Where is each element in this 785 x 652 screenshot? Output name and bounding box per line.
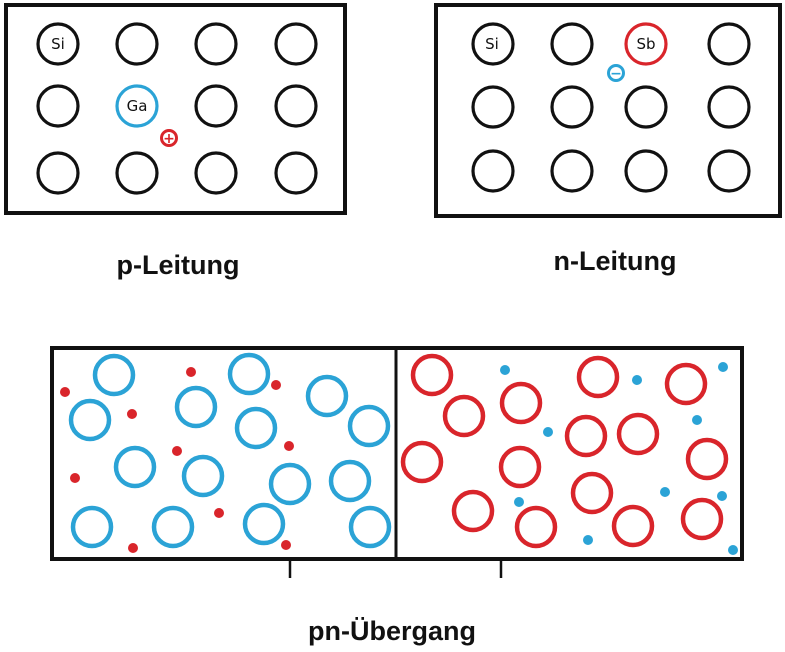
donor-ions [400, 353, 729, 549]
donor-ion [570, 471, 614, 515]
acceptor-ion [268, 462, 312, 506]
si-atom [550, 85, 594, 129]
electron [583, 535, 593, 545]
si-atom [471, 22, 515, 66]
donor-ion [514, 505, 558, 549]
electron [543, 427, 553, 437]
electron [514, 497, 524, 507]
n-dopant-label: Sb [636, 35, 655, 53]
acceptor-ion [348, 505, 392, 549]
n-si-label: Si [485, 35, 499, 53]
hole [70, 473, 80, 483]
hole [172, 446, 182, 456]
donor-ion [685, 437, 729, 481]
p-panel-frame [4, 3, 347, 215]
si-atom [274, 84, 318, 128]
acceptor-ion [234, 406, 278, 450]
electron [717, 491, 727, 501]
acceptor-ion [181, 454, 225, 498]
si-atom [115, 151, 159, 195]
electrons [500, 362, 738, 555]
donor-ion [664, 362, 708, 406]
electron-charge-circle [607, 64, 625, 82]
si-atom [274, 22, 318, 66]
p-lattice-atoms [36, 22, 318, 195]
si-atom [707, 149, 751, 193]
donor-ion [410, 353, 454, 397]
si-atom [471, 85, 515, 129]
si-atom [36, 84, 80, 128]
n-lattice-atoms [471, 22, 751, 193]
acceptor-ion [151, 505, 195, 549]
n-panel-caption: n-Leitung [554, 246, 677, 276]
electron [632, 375, 642, 385]
si-atom [624, 85, 668, 129]
si-atom [274, 151, 318, 195]
donor-ion [442, 394, 486, 438]
si-atom [194, 22, 238, 66]
donor-ion [451, 489, 495, 533]
si-atom [36, 151, 80, 195]
acceptor-ion [92, 353, 136, 397]
donor-ion [576, 355, 620, 399]
donor-ion [680, 497, 724, 541]
donor-ion [616, 412, 660, 456]
pn-junction-panel [50, 346, 744, 578]
si-atom [624, 149, 668, 193]
n-type-panel: Si Sb − [434, 3, 782, 218]
donor-ion [564, 414, 608, 458]
n-panel-frame [434, 3, 782, 218]
p-dopant-label: Ga [127, 97, 148, 115]
si-atom [707, 85, 751, 129]
acceptor-ion [328, 459, 372, 503]
hole [271, 380, 281, 390]
hole-charge-sign: + [163, 131, 175, 147]
acceptor-ion [70, 505, 114, 549]
ga-atom [115, 84, 159, 128]
si-atom [194, 151, 238, 195]
acceptor-ion [242, 502, 286, 546]
hole [284, 441, 294, 451]
hole [60, 387, 70, 397]
electron [500, 365, 510, 375]
si-atom [550, 22, 594, 66]
electron-charge-sign: − [610, 66, 622, 82]
si-atom [550, 149, 594, 193]
acceptor-ion [347, 404, 391, 448]
si-atom [194, 84, 238, 128]
acceptor-ion [305, 374, 349, 418]
hole [281, 540, 291, 550]
acceptor-ion [68, 398, 112, 442]
acceptor-ion [227, 352, 271, 396]
donor-ion [498, 445, 542, 489]
hole [186, 367, 196, 377]
electron [728, 545, 738, 555]
p-type-panel: Si Ga + [4, 3, 347, 215]
sb-atom [624, 22, 668, 66]
donor-ion [499, 381, 543, 425]
hole [128, 543, 138, 553]
si-atom [471, 149, 515, 193]
electron [660, 487, 670, 497]
acceptor-ions [68, 352, 392, 549]
holes [60, 367, 294, 553]
hole-charge-circle [160, 129, 178, 147]
donor-ion [611, 504, 655, 548]
junction-caption: pn-Übergang [308, 616, 476, 646]
si-atom [36, 22, 80, 66]
hole [127, 409, 137, 419]
p-si-label: Si [51, 35, 65, 53]
electron [692, 415, 702, 425]
acceptor-ion [113, 445, 157, 489]
si-atom [115, 22, 159, 66]
acceptor-ion [174, 385, 218, 429]
donor-ion [400, 440, 444, 484]
si-atom [707, 22, 751, 66]
p-panel-caption: p-Leitung [117, 250, 240, 280]
hole [214, 508, 224, 518]
electron [718, 362, 728, 372]
